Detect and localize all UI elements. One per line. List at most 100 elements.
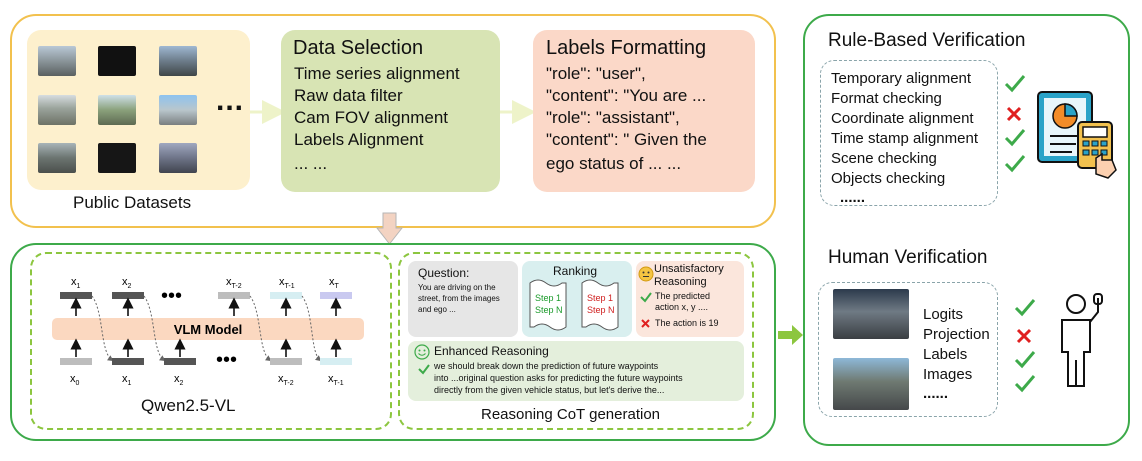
human-more: ...... <box>923 385 949 402</box>
unsat-line: The predicted <box>655 291 711 301</box>
cross-icon <box>1006 106 1022 122</box>
top-dots: ••• <box>161 285 182 307</box>
check-icon <box>1004 155 1026 173</box>
street-image <box>159 46 197 76</box>
rule-item: Scene checking <box>831 150 937 167</box>
output-token <box>218 292 250 299</box>
check-icon <box>418 364 430 375</box>
top-token-label: x1 <box>71 276 81 290</box>
cross-icon <box>641 319 650 328</box>
rule-more: ...... <box>840 189 866 206</box>
rule-item: Objects checking <box>831 170 946 187</box>
vlm-model-bar <box>52 318 364 340</box>
street-image <box>159 95 197 125</box>
qwen-dashed-box <box>30 252 392 430</box>
human-marks <box>1014 299 1036 393</box>
selection-item: Raw data filter <box>294 86 403 105</box>
feedback-arrow <box>91 295 114 362</box>
question-line: You are driving on the <box>418 283 496 292</box>
output-token <box>112 292 144 299</box>
street-image <box>833 358 909 410</box>
vlm-model-label: VLM Model <box>174 322 243 337</box>
unsat-line: The action is 19 <box>655 318 719 328</box>
labels-line: ego status of ... ... <box>546 154 682 173</box>
output-token <box>320 292 352 299</box>
street-image <box>38 95 76 125</box>
unsat-title: Unsatisfactory <box>654 263 724 275</box>
input-token <box>60 358 92 365</box>
bottom-token-label: xT-2 <box>278 373 294 387</box>
selection-item: Labels Alignment <box>294 130 424 149</box>
verification-panel <box>803 14 1130 446</box>
feedback-arrow <box>143 295 166 362</box>
scroll-right <box>581 279 619 331</box>
dark-image <box>98 46 136 76</box>
bottom-dots: ••• <box>216 349 237 371</box>
top-token-label: x2 <box>122 276 132 290</box>
check-icon <box>1014 299 1036 317</box>
street-image <box>159 143 197 173</box>
enhanced-title: Enhanced Reasoning <box>434 344 549 358</box>
report-calculator-icon <box>1037 91 1117 179</box>
rule-marks <box>1004 75 1026 173</box>
feedback-arrow <box>249 295 272 362</box>
public-datasets-label: Public Datasets <box>73 193 192 212</box>
cross-icon <box>1016 328 1032 344</box>
input-token <box>164 358 196 365</box>
input-token <box>270 358 302 365</box>
rule-item: Time stamp alignment <box>831 130 978 147</box>
dark-image <box>98 143 136 173</box>
labels-formatting-title: Labels Formatting <box>546 37 707 59</box>
data-selection-title: Data Selection <box>293 37 424 59</box>
top-token-label: xT-2 <box>226 276 242 290</box>
question-title: Question: <box>418 266 470 280</box>
human-list-box <box>818 282 998 417</box>
question-line: and ego ... <box>418 305 456 314</box>
neutral-face-icon <box>638 266 654 282</box>
check-icon <box>1014 375 1036 393</box>
right-arrow <box>778 325 803 345</box>
enhanced-box <box>408 341 744 401</box>
smile-face-icon <box>414 344 430 360</box>
qwen-caption: Qwen2.5-VL <box>141 396 236 415</box>
scroll-left <box>529 279 567 331</box>
human-item: Images <box>923 366 973 383</box>
top-token-label: xT <box>329 276 340 290</box>
labels-formatting-box <box>533 30 755 192</box>
enhanced-line: we should break down the prediction of f… <box>434 361 659 371</box>
rule-verification-title: Rule-Based Verification <box>828 30 1026 51</box>
top-token-label: xT-1 <box>279 276 295 290</box>
ranking-scrolls <box>529 279 619 331</box>
rule-list-box <box>820 60 998 206</box>
training-panel <box>10 243 776 441</box>
bottom-token-label: x1 <box>122 373 132 387</box>
bottom-token-label: x2 <box>174 373 184 387</box>
input-token <box>320 358 352 365</box>
labels-line: "role": "user", <box>546 64 646 83</box>
output-token <box>270 292 302 299</box>
datasets-ellipsis: ... <box>216 84 245 117</box>
human-verification-title: Human Verification <box>828 247 988 268</box>
street-image <box>38 143 76 173</box>
rule-item: Format checking <box>831 90 942 107</box>
check-icon <box>640 292 652 303</box>
cot-caption: Reasoning CoT generation <box>481 406 661 423</box>
unsat-title: Reasoning <box>654 276 707 288</box>
ranking-title: Ranking <box>553 264 598 278</box>
enhanced-line: into ...original question asks for predi… <box>434 373 683 383</box>
unsatisfactory-box <box>636 261 744 337</box>
rule-item: Temporary alignment <box>831 70 972 87</box>
street-image <box>38 46 76 76</box>
person-icon <box>1061 293 1103 387</box>
ranking-step: Step 1 <box>587 293 614 303</box>
question-line: street, from the images <box>418 294 500 303</box>
ranking-step: Step N <box>587 305 615 315</box>
enhanced-line: directly from the given vehicle status, … <box>434 385 665 395</box>
ranking-step: Step N <box>535 305 563 315</box>
human-item: Logits <box>923 306 964 323</box>
down-arrow <box>375 212 404 245</box>
selection-item: Cam FOV alignment <box>294 108 448 127</box>
labels-line: "content": "You are ... <box>546 86 707 105</box>
bottom-token-label: xT-1 <box>328 373 344 387</box>
